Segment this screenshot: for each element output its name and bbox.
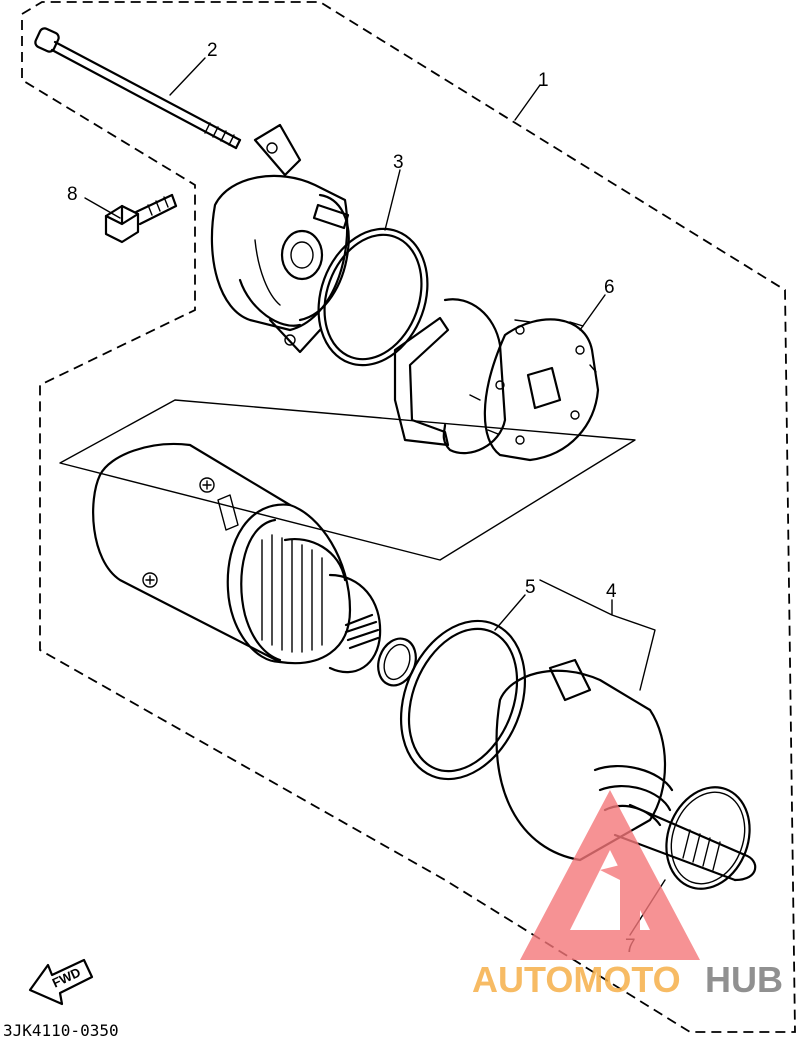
rear-end-cover (210, 123, 350, 354)
o-ring-large (317, 227, 429, 367)
fwd-arrow-icon: FWD (28, 958, 94, 1006)
long-bolt (34, 27, 242, 150)
watermark-text-a: AUTOMOTO (472, 959, 681, 1000)
drawing-code: 3JK4110-0350 (3, 1021, 119, 1040)
o-ring-seven (665, 786, 751, 890)
callout-6: 6 (604, 277, 615, 298)
callout-2: 2 (207, 40, 218, 61)
front-o-ring (399, 619, 527, 781)
brush-holder-ring (393, 298, 507, 455)
callout-4: 4 (606, 581, 617, 602)
front-cover (495, 658, 674, 862)
callout-1: 1 (538, 70, 549, 91)
motor-yoke (92, 443, 382, 674)
brush-plate (469, 318, 600, 462)
fwd-label: FWD (50, 965, 83, 991)
small-bolt (104, 193, 178, 244)
watermark-text-b: HUB (705, 959, 783, 1000)
assembly-boundary (21, 1, 796, 1033)
leader-lines (84, 57, 666, 936)
callout-5: 5 (525, 577, 536, 598)
watermark-logo-icon (520, 790, 700, 960)
callout-3: 3 (393, 152, 404, 173)
subgroup-outline (59, 399, 636, 561)
callout-8: 8 (67, 184, 78, 205)
